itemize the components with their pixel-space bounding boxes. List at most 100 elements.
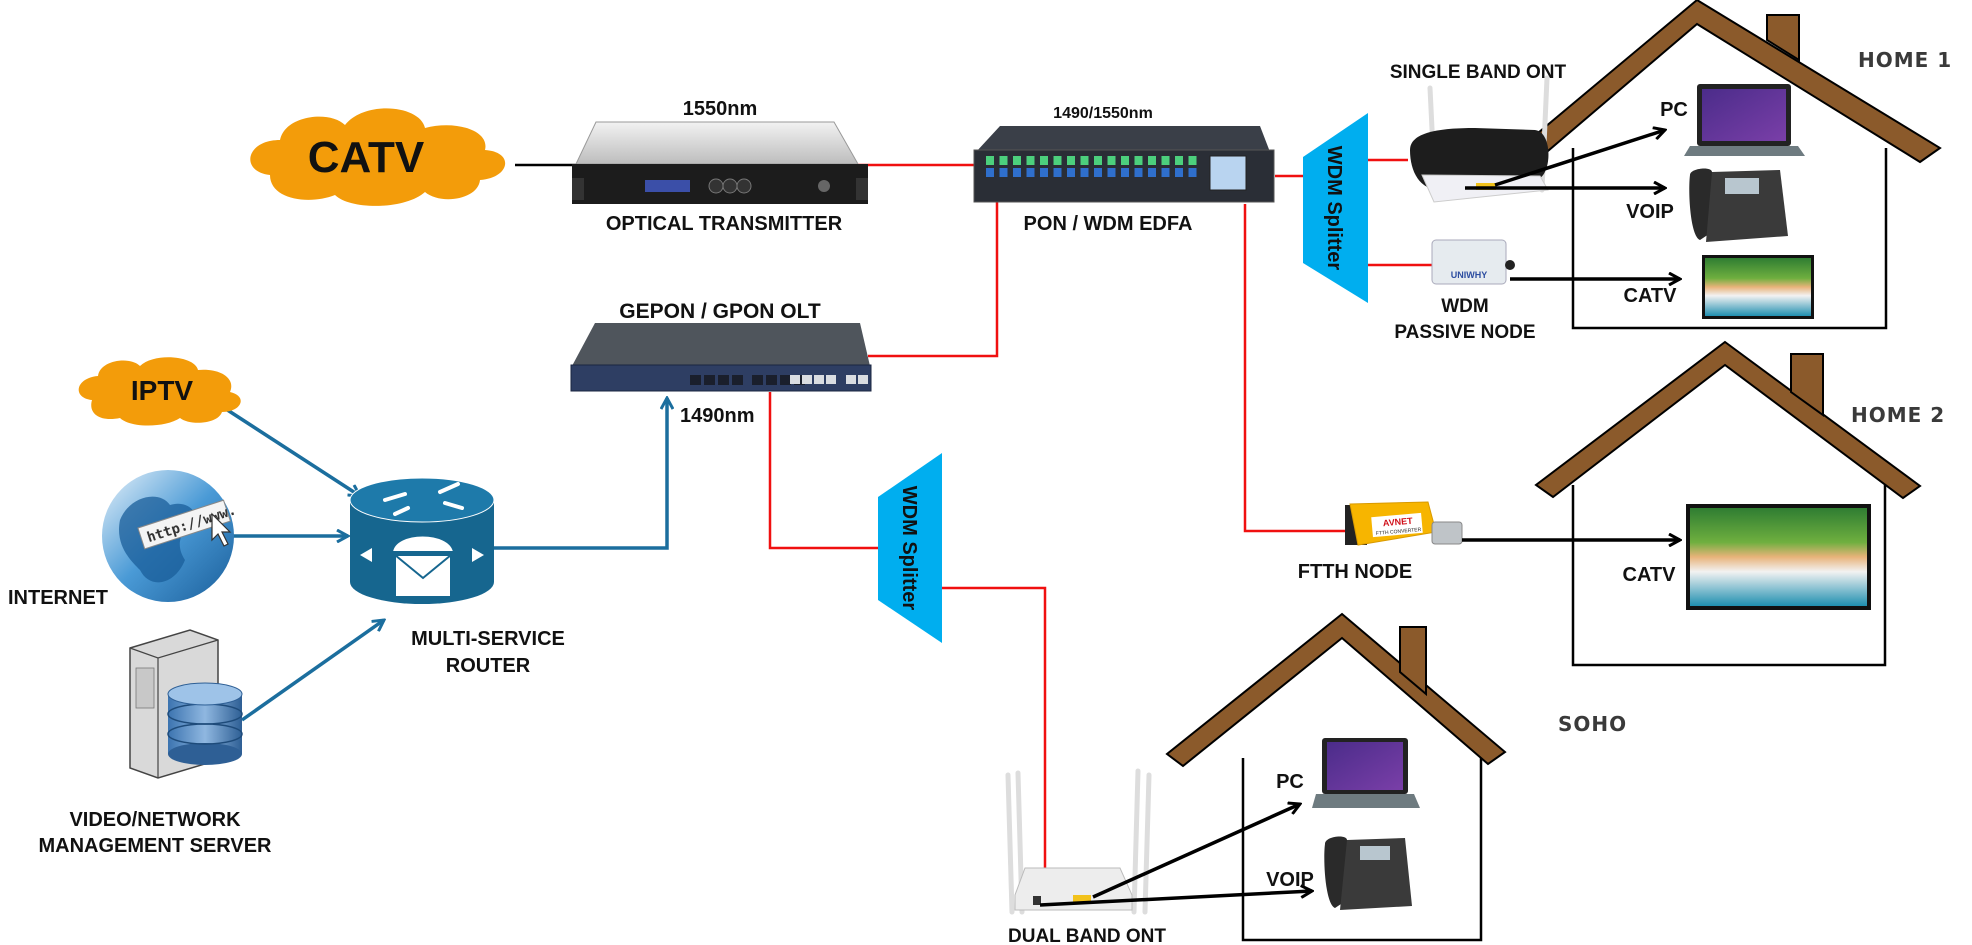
router-label-2: ROUTER (446, 655, 531, 677)
management-server: VIDEO/NETWORK MANAGEMENT SERVER (39, 629, 273, 857)
olt-label: GEPON / GPON OLT (619, 300, 821, 323)
phone-icon (1324, 836, 1347, 908)
fiber-olt-splitter (768, 392, 878, 550)
wdm-brand: UNIWHY (1451, 270, 1488, 280)
ftth-brand: AVNET (1382, 516, 1413, 529)
edfa-port-apc (1121, 156, 1129, 165)
edfa-port-upc (1188, 168, 1197, 177)
link-server-router (240, 620, 384, 722)
catv-cloud: CATV (250, 108, 506, 206)
splitter-top-label: WDM Splitter (1323, 146, 1345, 271)
fiber-edfa-ftth (1243, 204, 1345, 533)
soho-voip[interactable]: VOIP (1266, 836, 1412, 910)
cloud-icon (78, 357, 241, 426)
link-ont1-pc (1494, 130, 1665, 187)
home1-pc[interactable]: PC (1660, 84, 1805, 156)
edfa-port-apc (1067, 156, 1075, 165)
olt-eth-port (814, 375, 824, 384)
edfa-port-upc (1067, 168, 1075, 177)
olt-eth-port (790, 375, 800, 384)
olt-pon-port (752, 375, 763, 385)
home1-voip[interactable]: VOIP (1626, 168, 1788, 242)
olt-eth-port (846, 375, 856, 384)
home1-tv[interactable]: CATV (1624, 255, 1814, 319)
edfa-port-apc (1094, 156, 1102, 165)
edfa-icon (976, 126, 1270, 152)
soho-pc[interactable]: PC (1276, 738, 1420, 808)
iptv-label: IPTV (131, 375, 194, 406)
cloud-icon (250, 108, 506, 206)
internet-globe: http://www. INTERNET (8, 470, 238, 609)
server-label-2: MANAGEMENT SERVER (39, 835, 273, 857)
olt-icon (572, 323, 870, 366)
transmitter-icon (575, 121, 859, 165)
edfa-port-apc (1188, 156, 1197, 165)
wdm-node-label-2: PASSIVE NODE (1394, 322, 1535, 343)
chimney (1790, 353, 1824, 417)
house-home2: HOME 2 (1534, 340, 1945, 667)
router-label-1: MULTI-SERVICE (411, 628, 565, 650)
ip-links (211, 398, 667, 722)
edfa-port-apc (986, 156, 994, 165)
ftth-node-label: FTTH NODE (1298, 561, 1412, 583)
olt-wavelength: 1490nm (680, 405, 755, 427)
edfa-port-apc (1080, 156, 1089, 165)
edfa-port-apc (1026, 156, 1035, 165)
iptv-cloud: IPTV (78, 357, 241, 426)
single-band-ont-label: SINGLE BAND ONT (1390, 62, 1567, 83)
ont-icon (1410, 128, 1549, 190)
edfa-label: PON / WDM EDFA (1024, 213, 1193, 235)
olt-pon-port (732, 375, 743, 385)
device-links (1039, 130, 1680, 907)
edfa-port-upc (1094, 168, 1102, 177)
home1-catv-label: CATV (1624, 285, 1678, 307)
olt-pon-port (704, 375, 715, 385)
home1-voip-label: VOIP (1626, 201, 1674, 223)
soho-pc-label: PC (1276, 771, 1304, 793)
home2-label: HOME 2 (1851, 403, 1945, 427)
chimney (1399, 626, 1427, 697)
home1-label: HOME 1 (1858, 48, 1952, 72)
phone-icon (1689, 168, 1712, 240)
database-icon (167, 682, 243, 765)
wdm-splitter-bottom[interactable]: WDM Splitter (878, 453, 942, 643)
edfa-port-apc (1053, 156, 1062, 165)
olt-eth-port (802, 375, 812, 384)
fiber-links (768, 158, 1432, 880)
edfa-port-upc (1053, 168, 1062, 177)
home2-catv-label: CATV (1623, 564, 1677, 586)
link-router-olt (494, 398, 667, 550)
edfa-port-upc (1026, 168, 1035, 177)
olt-pon-port (690, 375, 701, 385)
roof (1534, 340, 1922, 500)
wdm-node-label-1: WDM (1441, 296, 1488, 317)
olt-pon-port (780, 375, 791, 385)
home2-tv[interactable]: CATV (1623, 504, 1871, 610)
gpon-olt: GEPON / GPON OLT 1490nm (570, 300, 872, 427)
wdm-splitter-top[interactable]: WDM Splitter (1303, 113, 1368, 303)
olt-eth-port (858, 375, 868, 384)
edfa-port-apc (1175, 156, 1183, 165)
splitter-bottom-label: WDM Splitter (898, 486, 920, 611)
internet-label: INTERNET (8, 587, 108, 609)
house-walls (1571, 485, 1887, 667)
single-band-ont[interactable]: SINGLE BAND ONT (1390, 62, 1567, 203)
edfa-port-apc (1107, 156, 1116, 165)
dual-band-ont[interactable]: DUAL BAND ONT (1005, 768, 1166, 945)
ftth-node[interactable]: AVNET FTTH CONVERTER FTTH NODE (1298, 501, 1463, 583)
dual-band-ont-label: DUAL BAND ONT (1008, 926, 1166, 945)
edfa-port-upc (999, 168, 1008, 177)
olt-eth-port (826, 375, 836, 384)
optical-transmitter: 1550nm OPTICAL TRANSMITTER (572, 98, 868, 235)
edfa-port-apc (1013, 156, 1021, 165)
link-dualont-pc (1092, 804, 1300, 899)
wdm-passive-node[interactable]: UNIWHY WDM PASSIVE NODE (1394, 239, 1536, 343)
edfa-port-apc (999, 156, 1008, 165)
edfa-port-upc (986, 168, 994, 177)
multi-service-router: MULTI-SERVICE ROUTER (349, 477, 565, 677)
edfa-wavelength: 1490/1550nm (1053, 105, 1153, 122)
transmitter-wavelength: 1550nm (683, 98, 758, 120)
edfa-port-upc (1040, 168, 1048, 177)
catv-label: CATV (308, 133, 425, 182)
